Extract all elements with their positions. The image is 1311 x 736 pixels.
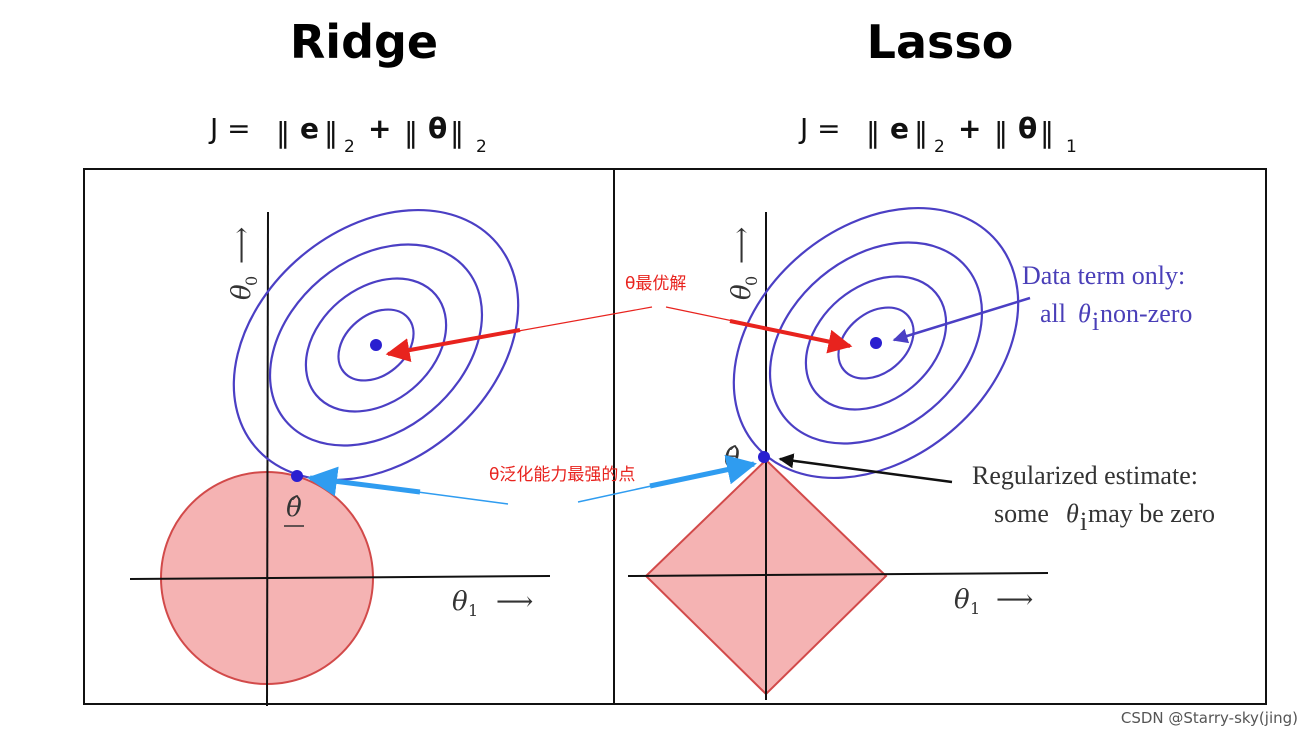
- svg-text:⟶: ⟶: [727, 227, 757, 264]
- ridge-eq-norm-bar: ‖: [276, 116, 290, 149]
- watermark: CSDN @Starry-sky(jing): [1121, 709, 1298, 727]
- ridge-theta-hat-label: θ̂: [286, 493, 302, 523]
- generalization-arrow-left: [307, 466, 421, 497]
- svg-text:0: 0: [242, 276, 261, 286]
- lasso-contour-inner: [837, 306, 915, 380]
- lasso-contour: [804, 275, 948, 411]
- svg-text:1: 1: [970, 599, 980, 618]
- lasso-eq-term2: θ: [1018, 112, 1037, 145]
- generalization-arrow-right: [649, 454, 757, 489]
- optimal-arrow-left: [385, 328, 521, 362]
- best-generalization-note: θ泛化能力最强的点: [489, 465, 635, 485]
- optimal-arrow-right: [729, 319, 853, 354]
- ridge-theta0-label: θ 0 ⟶: [227, 227, 261, 300]
- lasso-equation: J = ‖ e ‖ 2 + ‖ θ ‖ 1: [798, 112, 1077, 157]
- svg-text:i: i: [1092, 307, 1099, 336]
- svg-text:1: 1: [468, 601, 478, 620]
- lasso-eq-norm-bar: ‖: [914, 116, 928, 149]
- lasso-eq-norm-bar: ‖: [994, 116, 1008, 149]
- svg-text:θ: θ: [1066, 499, 1079, 528]
- lasso-theta1-label: θ 1 ⟶: [954, 585, 1033, 618]
- optimal-solution-note: θ最优解: [625, 274, 686, 294]
- ridge-eq-sub2: 2: [476, 137, 487, 157]
- lasso-contour-outer: [732, 206, 1020, 480]
- svg-text:⟶: ⟶: [996, 585, 1033, 615]
- lasso-eq-plus: +: [958, 112, 981, 145]
- lasso-eq-norm-bar: ‖: [866, 116, 880, 149]
- lasso-regularized-estimate-point: [758, 451, 770, 463]
- lasso-eq-norm-bar: ‖: [1040, 116, 1054, 149]
- svg-text:all: all: [1040, 299, 1066, 328]
- ridge-panel: θ 0 ⟶ θ 1 ⟶ θ̂: [129, 208, 551, 707]
- regularized-note-line1: Regularized estimate:: [972, 461, 1198, 490]
- data-term-note-line1: Data term only:: [1022, 261, 1185, 290]
- ridge-eq-plus: +: [368, 112, 391, 145]
- ridge-eq-norm-bar: ‖: [450, 116, 464, 149]
- lasso-panel-frame: [613, 168, 1267, 705]
- ridge-equation: J = ‖ e ‖ 2 + ‖ θ ‖ 2: [208, 112, 487, 157]
- ridge-ols-optimum-point: [370, 339, 382, 351]
- ridge-theta1-axis: [129, 575, 551, 580]
- ridge-contour-inner: [337, 308, 415, 382]
- svg-text:i: i: [1080, 507, 1087, 536]
- svg-text:some: some: [994, 499, 1049, 528]
- svg-text:may be zero: may be zero: [1088, 499, 1215, 528]
- ridge-contours: [232, 208, 520, 482]
- svg-text:θ: θ: [727, 284, 757, 300]
- lasso-eq-term1: e: [890, 112, 909, 145]
- data-term-note-line2: all θ i non-zero: [1040, 299, 1192, 336]
- lasso-eq-sub1: 2: [934, 137, 945, 157]
- lasso-ols-optimum-point: [870, 337, 882, 349]
- regularized-arrow: [778, 453, 953, 484]
- ridge-eq-norm-bar: ‖: [404, 116, 418, 149]
- svg-text:⟶: ⟶: [496, 587, 533, 617]
- regularized-note-line2: some θ i may be zero: [994, 499, 1215, 536]
- ridge-eq-lhs: J =: [208, 112, 251, 145]
- svg-text:non-zero: non-zero: [1100, 299, 1192, 328]
- svg-text:θ: θ: [954, 585, 970, 615]
- ridge-theta1-label: θ 1 ⟶: [452, 587, 533, 620]
- ridge-eq-norm-bar: ‖: [324, 116, 338, 149]
- lasso-theta0-label: θ 0 ⟶: [727, 227, 761, 300]
- lasso-eq-lhs: J =: [798, 112, 841, 145]
- lasso-title: Lasso: [867, 15, 1014, 69]
- data-term-arrow: [892, 296, 1031, 344]
- svg-text:0: 0: [742, 276, 761, 286]
- ridge-eq-sub1: 2: [344, 137, 355, 157]
- ridge-title: Ridge: [290, 15, 438, 69]
- lasso-panel: θ 0 ⟶ θ 1 ⟶ θ̂ Data term only: all θ i n…: [627, 206, 1215, 700]
- svg-text:θ: θ: [452, 587, 468, 617]
- ridge-eq-term1: e: [300, 112, 319, 145]
- svg-text:θ: θ: [1078, 299, 1091, 328]
- ridge-contour: [304, 277, 448, 413]
- lasso-eq-sub2: 1: [1066, 137, 1077, 157]
- svg-text:⟶: ⟶: [227, 227, 257, 264]
- svg-text:θ: θ: [227, 284, 257, 300]
- lasso-theta1-axis: [627, 572, 1049, 577]
- lasso-contours: [732, 206, 1020, 480]
- ridge-eq-term2: θ: [428, 112, 447, 145]
- ridge-contour: [268, 243, 484, 447]
- ridge-regularized-estimate-point: [291, 470, 303, 482]
- lasso-contour: [768, 241, 984, 445]
- ridge-contour-outer: [232, 208, 520, 482]
